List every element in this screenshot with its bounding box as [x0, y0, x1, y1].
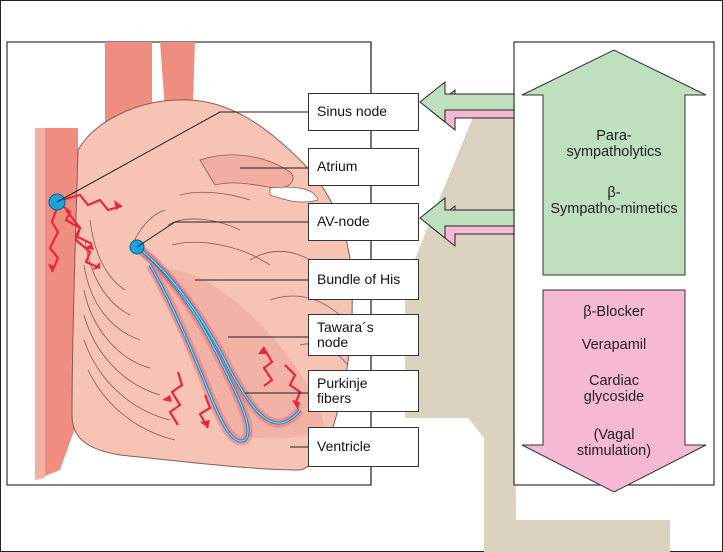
- label-purkinje-fibers: Purkinje fibers: [308, 370, 419, 412]
- label-ventricle-text: Ventricle: [317, 439, 371, 454]
- drug-beta-blocker: β-Blocker: [548, 304, 680, 320]
- label-atrium: Atrium: [308, 148, 419, 186]
- drug-parasympatholytics: Para-sympatholytics: [548, 128, 680, 160]
- label-ventricle: Ventricle: [308, 427, 419, 467]
- drug-cardiac-glycoside: Cardiac glycoside: [560, 373, 668, 405]
- increase-arrow: [522, 50, 706, 275]
- label-bundle-of-his-text: Bundle of His: [317, 272, 400, 287]
- label-bundle-of-his: Bundle of His: [308, 259, 419, 300]
- label-av-node-text: AV-node: [317, 214, 370, 229]
- label-purkinje-fibers-text: Purkinje fibers: [317, 376, 377, 407]
- label-sinus-node: Sinus node: [308, 93, 419, 131]
- label-tawara-node-text: Tawara´s node: [317, 320, 375, 351]
- drug-verapamil: Verapamil: [548, 337, 680, 353]
- drug-beta-sympathomimetics: β-Sympatho-mimetics: [548, 185, 680, 217]
- label-sinus-node-text: Sinus node: [317, 104, 387, 119]
- label-av-node: AV-node: [308, 203, 419, 241]
- label-tawara-node: Tawara´s node: [308, 314, 419, 356]
- label-atrium-text: Atrium: [317, 159, 357, 174]
- drug-vagal-stimulation: (Vagal stimulation): [558, 427, 670, 459]
